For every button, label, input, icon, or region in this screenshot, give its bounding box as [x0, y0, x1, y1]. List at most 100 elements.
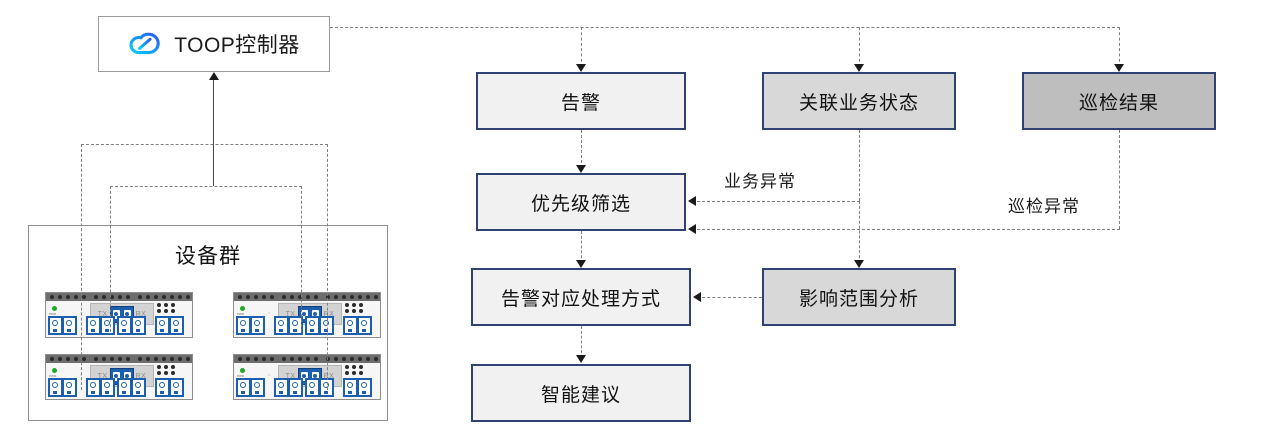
- device-port-bank[interactable]: [117, 378, 146, 397]
- device-group-label: 设备群: [175, 245, 241, 268]
- device-port-bank[interactable]: [86, 316, 115, 335]
- device-port-bank[interactable]: [236, 316, 265, 335]
- inspect-abnormal-horizontal: [697, 229, 1120, 230]
- biz-abnormal-horizontal: [697, 201, 860, 202]
- priority-to-handling-arrow: [576, 260, 586, 268]
- drop-to-alarm: [581, 27, 582, 67]
- impact-to-handling-line: [702, 297, 762, 298]
- device-rx-label: RX: [135, 372, 147, 380]
- network-device[interactable]: PWR ○ ○○ TX RX: [45, 292, 193, 338]
- device-body: PWR ○ ○○ TX RX: [46, 363, 192, 399]
- device-port-bank[interactable]: [117, 316, 146, 335]
- flow-box-advice[interactable]: 智能建议: [471, 364, 691, 422]
- flow-box-handling[interactable]: 告警对应处理方式: [471, 268, 691, 326]
- cloud-icon: [128, 31, 162, 57]
- device-port-row: [236, 378, 378, 397]
- device-port-bank[interactable]: [48, 378, 77, 397]
- device-mark-left: ○: [268, 372, 271, 377]
- device-led-label: PWR: [237, 374, 244, 378]
- device-tx-label: TX: [285, 310, 296, 318]
- flow-box-impact-label: 影响范围分析: [798, 288, 919, 310]
- device-body: PWR ○ ○○ TX RX: [46, 301, 192, 337]
- arrow-to-inspect-result: [1114, 64, 1124, 72]
- flow-box-inspect-result-label: 巡检结果: [1078, 92, 1159, 114]
- biz-status-down-line: [859, 130, 860, 201]
- device-port-bank[interactable]: [343, 316, 372, 335]
- device-uplink-inner-right: [301, 186, 302, 332]
- device-tx-label: TX: [285, 372, 296, 380]
- flow-box-inspect-result[interactable]: 巡检结果: [1022, 72, 1216, 130]
- device-rx-label: RX: [135, 310, 147, 318]
- device-port-row: [48, 316, 190, 335]
- network-device[interactable]: PWR ○ ○○ TX RX: [233, 354, 381, 400]
- arrow-to-alarm: [576, 64, 586, 72]
- device-port-row: [236, 316, 378, 335]
- device-port-bank[interactable]: [305, 316, 334, 335]
- alarm-to-priority-line: [581, 130, 582, 168]
- edge-label-inspect-abnormal: 巡检异常: [1008, 197, 1080, 216]
- device-status-led: [240, 368, 245, 373]
- biz-status-to-impact-line: [859, 201, 860, 263]
- device-led-label: PWR: [49, 374, 56, 378]
- biz-status-to-impact-arrow: [854, 260, 864, 268]
- drop-to-inspect-result: [1119, 27, 1120, 67]
- network-device[interactable]: PWR ○ ○○ TX RX: [45, 354, 193, 400]
- device-vent-strip: [46, 355, 192, 363]
- device-uplink-outer-horizontal: [81, 144, 328, 145]
- priority-to-handling-line: [581, 231, 582, 263]
- biz-abnormal-arrow: [688, 196, 696, 206]
- drop-to-biz-status: [859, 27, 860, 67]
- device-port-bank[interactable]: [274, 316, 303, 335]
- device-tx-label: TX: [97, 310, 108, 318]
- device-status-led: [52, 368, 57, 373]
- toop-controller-label: TOOP控制器: [174, 34, 300, 57]
- flow-box-alarm[interactable]: 告警: [476, 72, 686, 130]
- device-vent-strip: [234, 293, 380, 301]
- device-port-bank[interactable]: [155, 378, 184, 397]
- device-body: PWR ○ ○○ TX RX: [234, 363, 380, 399]
- device-uplink-outer-right: [327, 144, 328, 390]
- toop-controller-box[interactable]: TOOP控制器: [98, 16, 330, 72]
- device-group-container: 设备群 PWR ○ ○○ TX RX: [28, 225, 388, 421]
- device-port-bank[interactable]: [86, 378, 115, 397]
- controller-fanout-bus: [330, 27, 1120, 28]
- device-mark-left: ○: [268, 310, 271, 315]
- device-tx-label: TX: [97, 372, 108, 380]
- handling-to-advice-arrow: [576, 355, 586, 363]
- flow-box-impact[interactable]: 影响范围分析: [762, 268, 956, 326]
- device-port-bank[interactable]: [236, 378, 265, 397]
- device-vent-strip: [46, 293, 192, 301]
- device-rx-label: RX: [323, 372, 335, 380]
- device-uplink-inner-left: [110, 186, 111, 332]
- impact-to-handling-arrow: [693, 292, 701, 302]
- device-port-bank[interactable]: [274, 378, 303, 397]
- network-device[interactable]: PWR ○ ○○ TX RX: [233, 292, 381, 338]
- alarm-to-priority-arrow: [576, 165, 586, 173]
- device-port-bank[interactable]: [48, 316, 77, 335]
- flow-box-biz-status-label: 关联业务状态: [798, 92, 919, 114]
- flow-box-handling-label: 告警对应处理方式: [500, 288, 661, 310]
- device-vent-strip: [234, 355, 380, 363]
- arrow-to-biz-status: [854, 64, 864, 72]
- device-uplink-outer-left: [81, 144, 82, 390]
- controller-uplink-arrow: [209, 72, 219, 80]
- device-port-row: [48, 378, 190, 397]
- device-rx-label: RX: [323, 310, 335, 318]
- device-port-bank[interactable]: [155, 316, 184, 335]
- device-status-led: [240, 306, 245, 311]
- flow-box-priority[interactable]: 优先级筛选: [476, 173, 686, 231]
- handling-to-advice-line: [581, 326, 582, 358]
- device-port-bank[interactable]: [305, 378, 334, 397]
- flow-box-alarm-label: 告警: [560, 92, 601, 114]
- device-led-label: PWR: [49, 312, 56, 316]
- device-led-label: PWR: [237, 312, 244, 316]
- flow-box-biz-status[interactable]: 关联业务状态: [762, 72, 956, 130]
- device-uplink-inner-horizontal: [110, 186, 302, 187]
- device-port-bank[interactable]: [343, 378, 372, 397]
- inspect-abnormal-arrow: [688, 224, 696, 234]
- flow-box-advice-label: 智能建议: [540, 384, 621, 406]
- flow-box-priority-label: 优先级筛选: [530, 193, 631, 215]
- controller-uplink-trunk: [213, 80, 214, 186]
- inspect-result-down-line: [1119, 130, 1120, 229]
